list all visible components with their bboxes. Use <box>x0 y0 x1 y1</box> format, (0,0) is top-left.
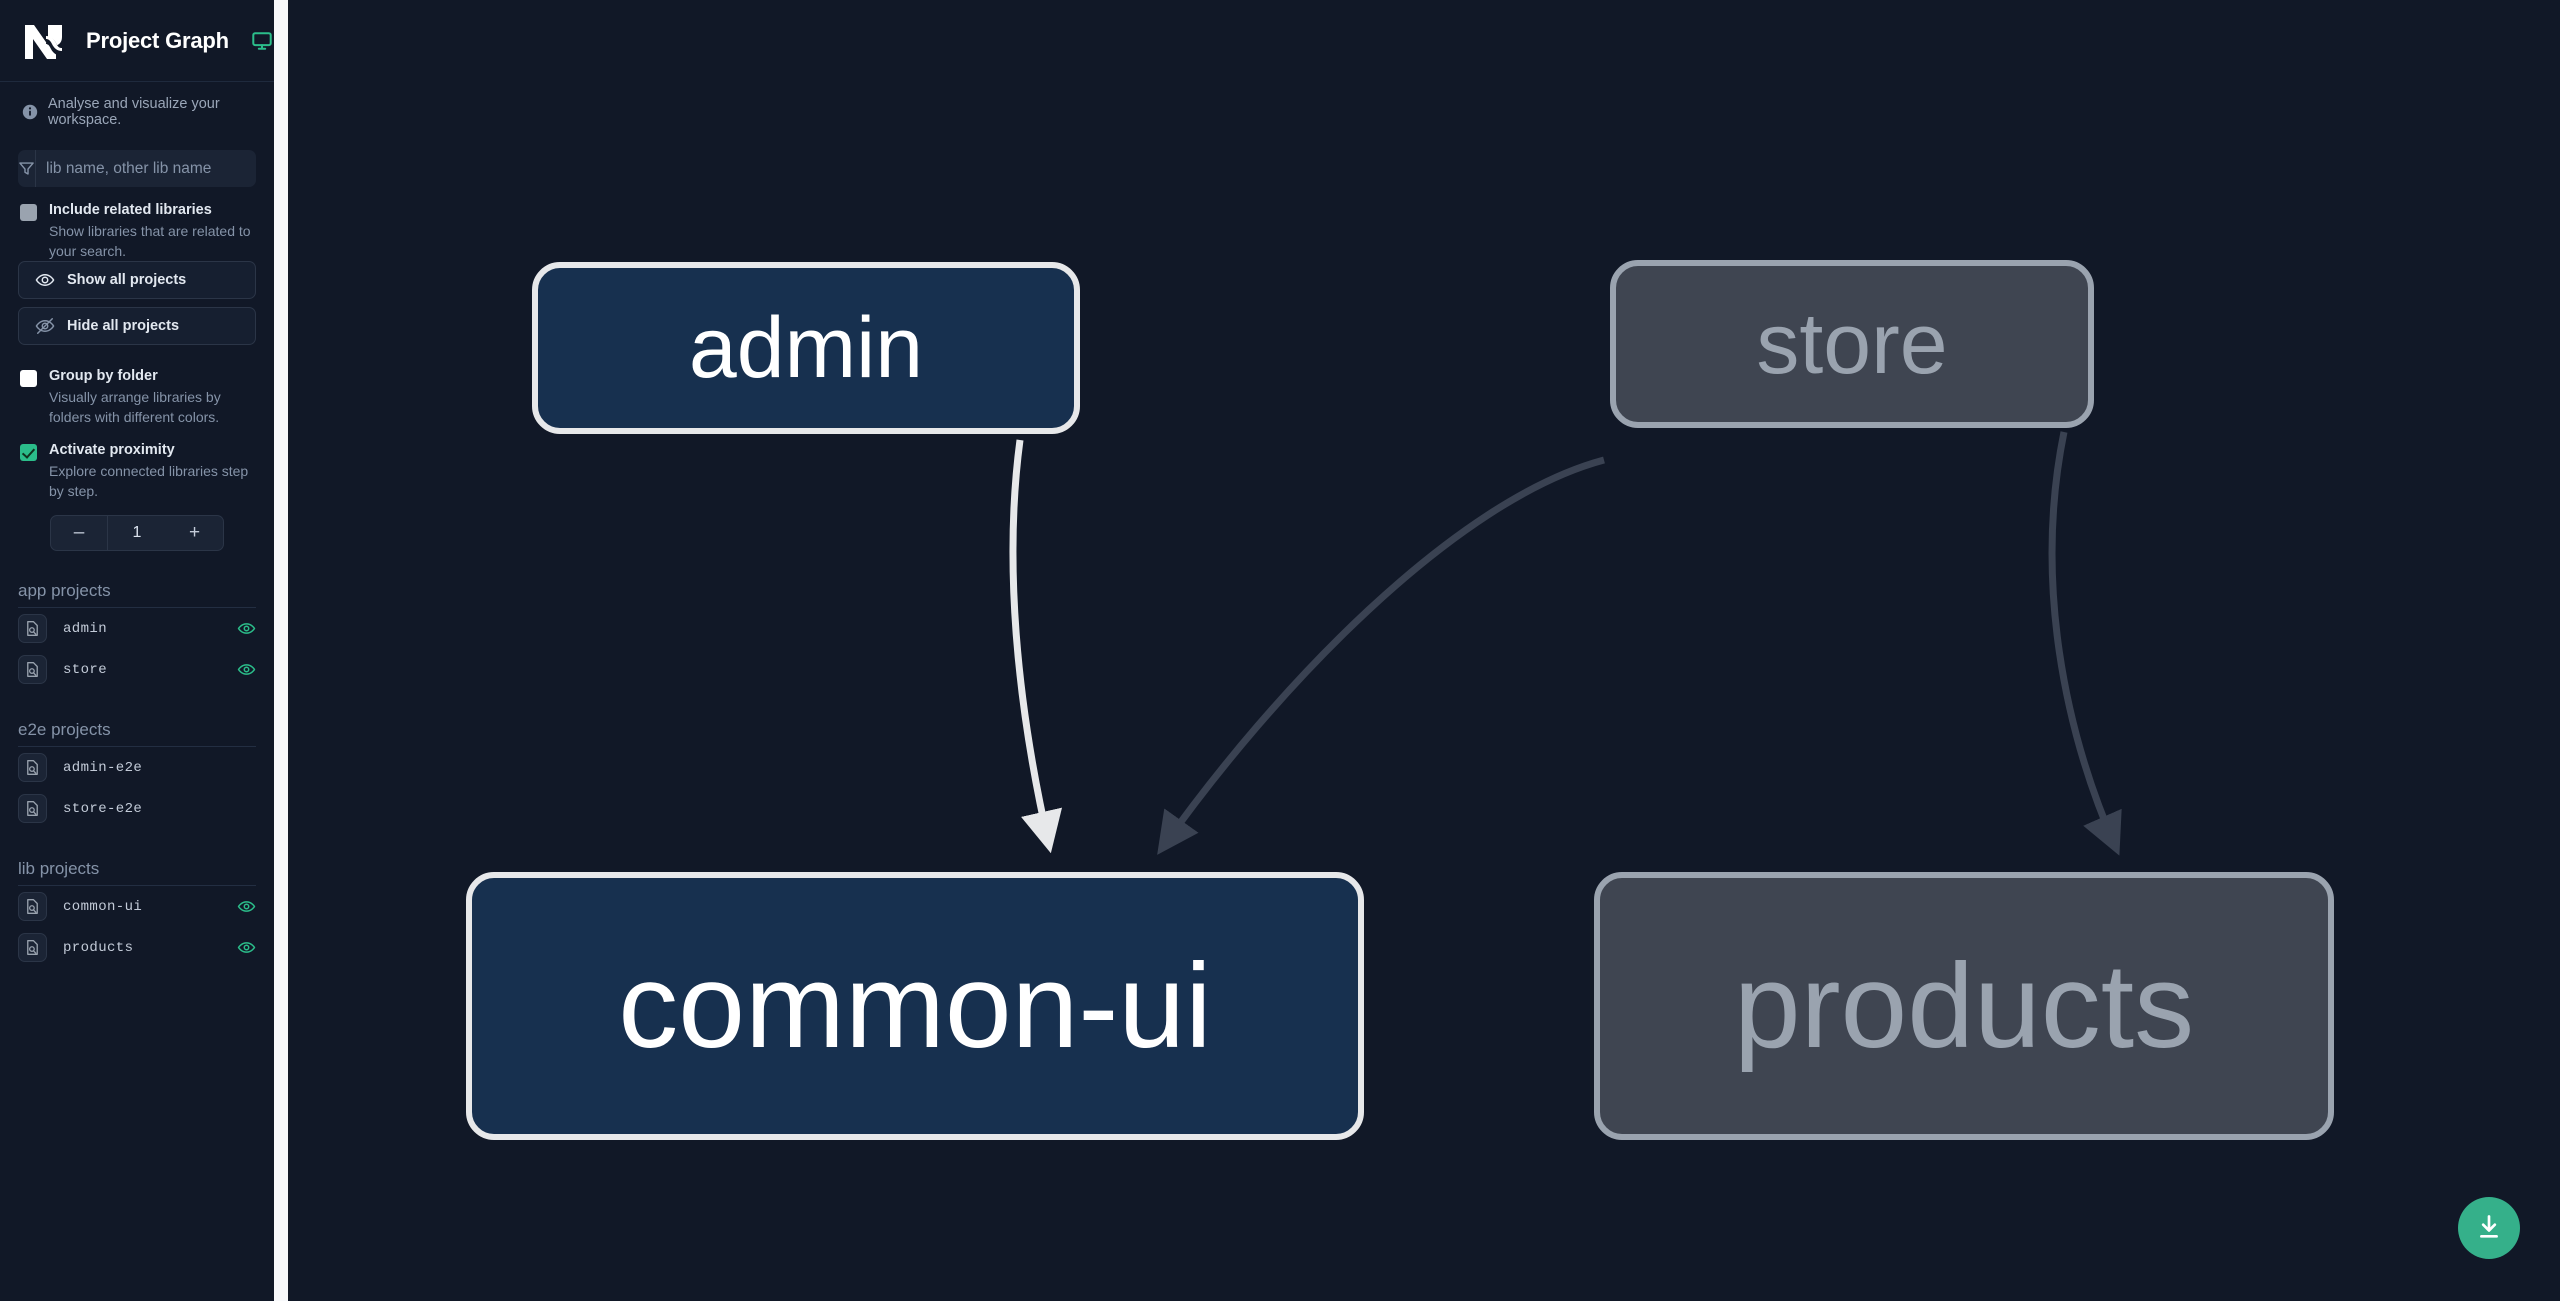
page-title: Project Graph <box>86 27 229 53</box>
activate-proximity-label: Activate proximity <box>49 442 175 458</box>
project-file-icon <box>18 933 47 962</box>
include-related-libraries-row[interactable]: Include related libraries Show libraries… <box>0 187 274 261</box>
edge-admin-to-common-ui <box>1009 439 1063 854</box>
graph-node-label: common-ui <box>618 939 1212 1073</box>
project-name: store <box>63 661 108 678</box>
project-name: store-e2e <box>63 800 143 817</box>
project-group-e2e: e2e projects admin-e2e <box>0 720 274 829</box>
show-all-projects-button[interactable]: Show all projects <box>18 261 256 299</box>
proximity-stepper: – 1 + <box>18 515 256 551</box>
include-related-libraries-checkbox[interactable] <box>20 204 37 221</box>
download-graph-button[interactable] <box>2458 1197 2520 1259</box>
activate-proximity-description: Explore connected libraries step by step… <box>49 463 249 499</box>
include-related-libraries-description: Show libraries that are related to your … <box>49 223 251 259</box>
project-file-icon <box>18 655 47 684</box>
graph-node-admin[interactable]: admin <box>532 262 1080 434</box>
graph-edges <box>1009 431 2122 856</box>
project-group-title: app projects <box>18 581 256 608</box>
subtitle-row: Analyse and visualize your workspace. <box>0 82 274 138</box>
filter-icon <box>18 150 36 187</box>
info-icon <box>22 104 38 120</box>
edge-store-to-products <box>2048 431 2122 856</box>
eye-icon[interactable] <box>237 897 256 916</box>
project-name: admin-e2e <box>63 759 143 776</box>
proximity-value: 1 <box>108 515 166 551</box>
project-row-admin[interactable]: admin <box>18 608 256 649</box>
group-by-folder-description: Visually arrange libraries by folders wi… <box>49 389 221 425</box>
graph-node-label: store <box>1756 296 1948 392</box>
graph-node-products[interactable]: products <box>1594 872 2334 1140</box>
search-box[interactable] <box>18 150 256 187</box>
project-file-icon <box>18 794 47 823</box>
project-name: admin <box>63 620 108 637</box>
include-related-libraries-label: Include related libraries <box>49 202 212 218</box>
graph-node-store[interactable]: store <box>1610 260 2094 428</box>
proximity-increment-button[interactable]: + <box>166 515 224 551</box>
graph-canvas[interactable]: admin store common-ui products <box>274 0 2560 1301</box>
proximity-decrement-button[interactable]: – <box>50 515 108 551</box>
activate-proximity-checkbox[interactable] <box>20 444 37 461</box>
hide-all-projects-button[interactable]: Hide all projects <box>18 307 256 345</box>
project-file-icon <box>18 892 47 921</box>
sidebar: Project Graph Analyse and visualize your… <box>0 0 274 1301</box>
project-row-common-ui[interactable]: common-ui <box>18 886 256 927</box>
group-by-folder-label: Group by folder <box>49 368 158 384</box>
project-name: common-ui <box>63 898 143 915</box>
eye-icon[interactable] <box>237 660 256 679</box>
sidebar-scrollbar[interactable] <box>274 0 288 1301</box>
sidebar-header: Project Graph <box>0 0 274 82</box>
search-input[interactable] <box>36 150 256 187</box>
project-group-title: e2e projects <box>18 720 256 747</box>
show-all-projects-label: Show all projects <box>67 272 187 288</box>
project-row-store[interactable]: store <box>18 649 256 690</box>
project-row-admin-e2e[interactable]: admin-e2e <box>18 747 256 788</box>
graph-node-common-ui[interactable]: common-ui <box>466 872 1364 1140</box>
group-by-folder-row[interactable]: Group by folder Visually arrange librari… <box>0 353 274 427</box>
activate-proximity-row[interactable]: Activate proximity Explore connected lib… <box>0 427 274 501</box>
eye-off-icon <box>35 316 55 336</box>
graph-node-label: admin <box>688 300 924 396</box>
project-row-products[interactable]: products <box>18 927 256 968</box>
subtitle-text: Analyse and visualize your workspace. <box>48 96 220 128</box>
project-group-lib: lib projects common-ui <box>0 859 274 968</box>
project-file-icon <box>18 753 47 782</box>
hide-all-projects-label: Hide all projects <box>67 318 180 334</box>
project-name: products <box>63 939 134 956</box>
graph-node-label: products <box>1733 939 2195 1073</box>
download-icon <box>2475 1213 2503 1244</box>
project-group-app: app projects admin <box>0 581 274 690</box>
group-by-folder-checkbox[interactable] <box>20 370 37 387</box>
nx-logo-icon <box>22 19 68 63</box>
eye-icon[interactable] <box>237 619 256 638</box>
eye-icon <box>35 270 55 290</box>
project-group-title: lib projects <box>18 859 256 886</box>
project-file-icon <box>18 614 47 643</box>
project-row-store-e2e[interactable]: store-e2e <box>18 788 256 829</box>
monitor-icon[interactable] <box>251 30 273 52</box>
edge-store-to-common-ui <box>1157 456 1605 855</box>
eye-icon[interactable] <box>237 938 256 957</box>
